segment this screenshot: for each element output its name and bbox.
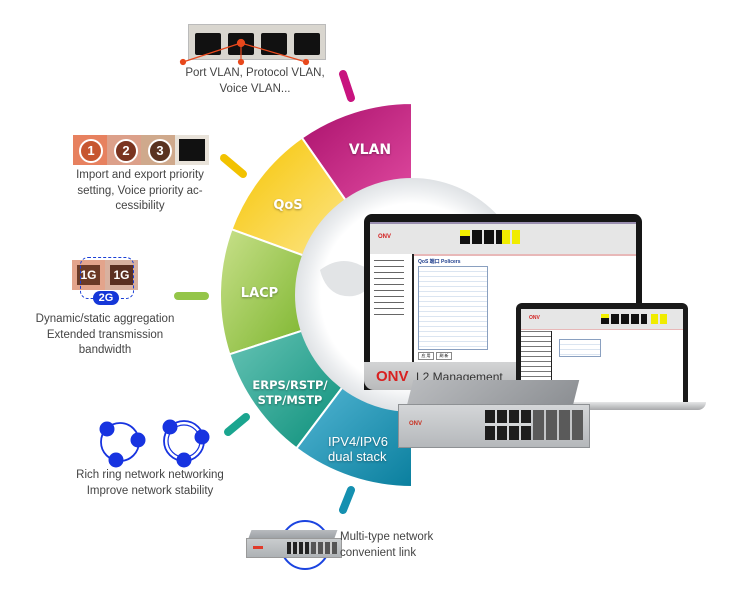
lacp-caption: Dynamic/static aggregation Extended tran…	[20, 312, 190, 359]
web-refresh-button: 刷 新	[436, 352, 452, 360]
port-speed-label: 1G	[77, 265, 100, 285]
laptop-web-logo: ONV	[529, 315, 540, 321]
switch: ONV	[398, 380, 590, 466]
web-table	[418, 266, 488, 350]
segment-label-erps-line1: ERPS/RSTP/	[252, 378, 328, 392]
web-apply-button: 应 用	[418, 352, 434, 360]
lacp-caption-line2: Extended transmission	[46, 328, 164, 341]
laptop-web-header: ONV	[521, 309, 683, 330]
web-logo: ONV	[378, 234, 392, 240]
connector-erps	[224, 413, 250, 436]
lacp-caption-line1: Dynamic/static aggregation	[35, 313, 175, 325]
segment-label-lacp: LACP	[240, 286, 279, 301]
aggregate-badge: 2G	[93, 291, 119, 305]
laptop-base	[500, 402, 706, 410]
connector-ip	[339, 486, 355, 514]
qos-ports-image: 1 2 3	[73, 135, 209, 165]
laptop-web-table	[559, 339, 601, 357]
laptop-sfp-ports	[651, 314, 669, 324]
switch-port-row-gap	[485, 423, 531, 426]
segment-label-vlan: VLAN	[348, 142, 392, 158]
priority-badge-3: 3	[148, 139, 172, 163]
segment-label-ip: IPV4/IPV6 dual stack	[328, 434, 408, 464]
web-port-highlight	[460, 230, 470, 236]
web-sidebar	[370, 254, 414, 372]
switch-brand: ONV	[409, 421, 423, 427]
switch-rj45-ports	[287, 542, 309, 554]
switch-sfp-ports	[533, 410, 583, 440]
vlan-caption-line1: Port VLAN, Protocol VLAN,	[185, 67, 325, 79]
monitor: ONV QoS 端口 Policers 应 用 刷 新	[364, 214, 642, 390]
link-caption-line1: Multi-type network	[340, 531, 434, 543]
qos-caption-line2: setting, Voice priority ac-	[77, 184, 203, 197]
ring-topology-icon-dual	[162, 419, 210, 468]
web-table-title: QoS 端口 Policers	[418, 259, 461, 265]
switch-sfp-ports	[311, 542, 337, 554]
link-caption-line2: convenient link	[340, 546, 417, 559]
priority-badge-1: 1	[79, 139, 103, 163]
connector-vlan	[339, 70, 355, 102]
ethernet-port	[261, 33, 287, 55]
qos-caption-line3: cessibility	[115, 200, 165, 212]
vlan-ports-image	[188, 24, 326, 60]
port-speed-label: 1G	[110, 265, 133, 285]
ethernet-port	[179, 139, 205, 161]
ring-net-caption-line2: Improve network stability	[86, 484, 214, 497]
vlan-caption: Port VLAN, Protocol VLAN, Voice VLAN...	[170, 66, 340, 97]
web-menu-items	[374, 260, 404, 320]
link-caption: Multi-type network convenient link	[340, 530, 450, 561]
ethernet-port	[294, 33, 320, 55]
ring-topology-icon-single	[99, 421, 146, 468]
switch-top-surface	[406, 380, 580, 406]
lacp-ports-image: 1G 1G	[72, 260, 138, 290]
segment-label-ip-line1: IPV4/IPV6	[328, 434, 388, 449]
vlan-caption-line2: Voice VLAN...	[219, 82, 291, 95]
small-switch-image	[246, 530, 342, 560]
brand-logo: ONV	[376, 368, 409, 385]
aggregated-port-1: 1G	[72, 260, 105, 290]
priority-badge-2: 2	[114, 139, 138, 163]
segment-label-erps-line2: STP/MSTP	[257, 393, 323, 407]
laptop-port-panel	[601, 314, 647, 324]
laptop-port-highlight	[601, 314, 609, 318]
lacp-caption-line3: bandwidth	[78, 344, 132, 356]
qos-caption-line1: Import and export priority	[76, 169, 204, 181]
segment-label-ip-line2: dual stack	[328, 449, 387, 464]
world-map-shape	[320, 261, 372, 297]
connector-qos	[220, 154, 247, 178]
switch-front	[246, 538, 342, 558]
qos-caption: Import and export priority setting, Voic…	[60, 168, 220, 215]
switch-top	[248, 530, 338, 538]
ethernet-port	[195, 33, 221, 55]
ring-net-caption: Rich ring network networking Improve net…	[60, 468, 240, 499]
segment-label-erps: ERPS/RSTP/ STP/MSTP	[250, 378, 330, 408]
aggregated-port-2: 1G	[105, 260, 138, 290]
web-header: ONV	[370, 222, 636, 256]
switch-brand-mark	[253, 546, 263, 549]
segment-label-qos: QoS	[273, 198, 303, 213]
web-sfp-ports	[502, 230, 522, 244]
ring-net-caption-line1: Rich ring network networking	[76, 469, 224, 481]
switch-front-panel: ONV	[398, 404, 590, 448]
